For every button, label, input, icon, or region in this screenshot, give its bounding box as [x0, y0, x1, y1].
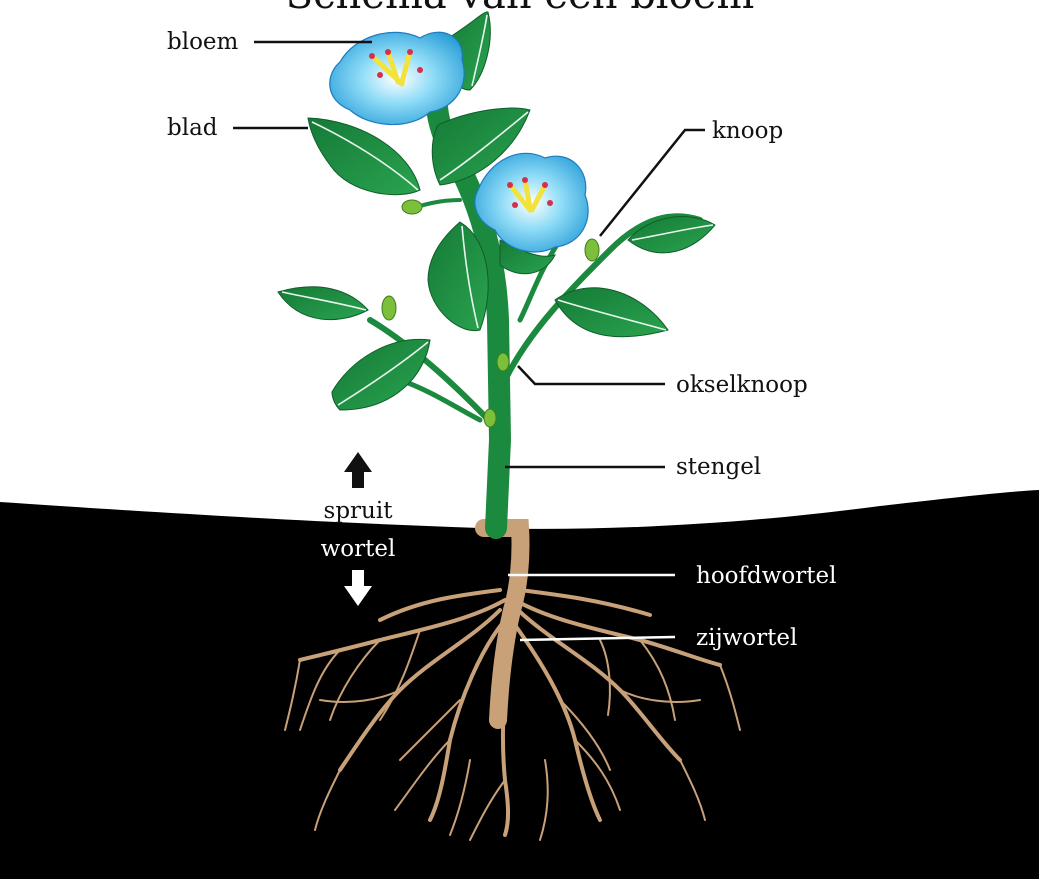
- leaf: [308, 118, 420, 195]
- label-zijwortel: zijwortel: [696, 625, 797, 651]
- label-bloem: bloem: [167, 29, 239, 55]
- label-hoofdwortel: hoofdwortel: [696, 563, 836, 589]
- bud: [402, 200, 422, 214]
- bud: [382, 296, 396, 320]
- label-okselknoop: okselknoop: [676, 372, 808, 398]
- leaf: [628, 217, 715, 253]
- label-blad: blad: [167, 115, 218, 141]
- label-wortel: wortel: [321, 536, 396, 562]
- bud: [585, 239, 599, 261]
- arrow-up-icon: [344, 452, 372, 488]
- page-title: Schema van een bloem: [286, 0, 755, 18]
- bud: [484, 409, 496, 427]
- label-stengel: stengel: [676, 454, 761, 480]
- axillary-bud: [497, 353, 509, 371]
- leaf: [555, 288, 668, 337]
- leaf: [278, 287, 368, 320]
- leader-okselknoop: [518, 366, 665, 384]
- label-spruit: spruit: [324, 498, 394, 524]
- label-knoop: knoop: [712, 118, 783, 144]
